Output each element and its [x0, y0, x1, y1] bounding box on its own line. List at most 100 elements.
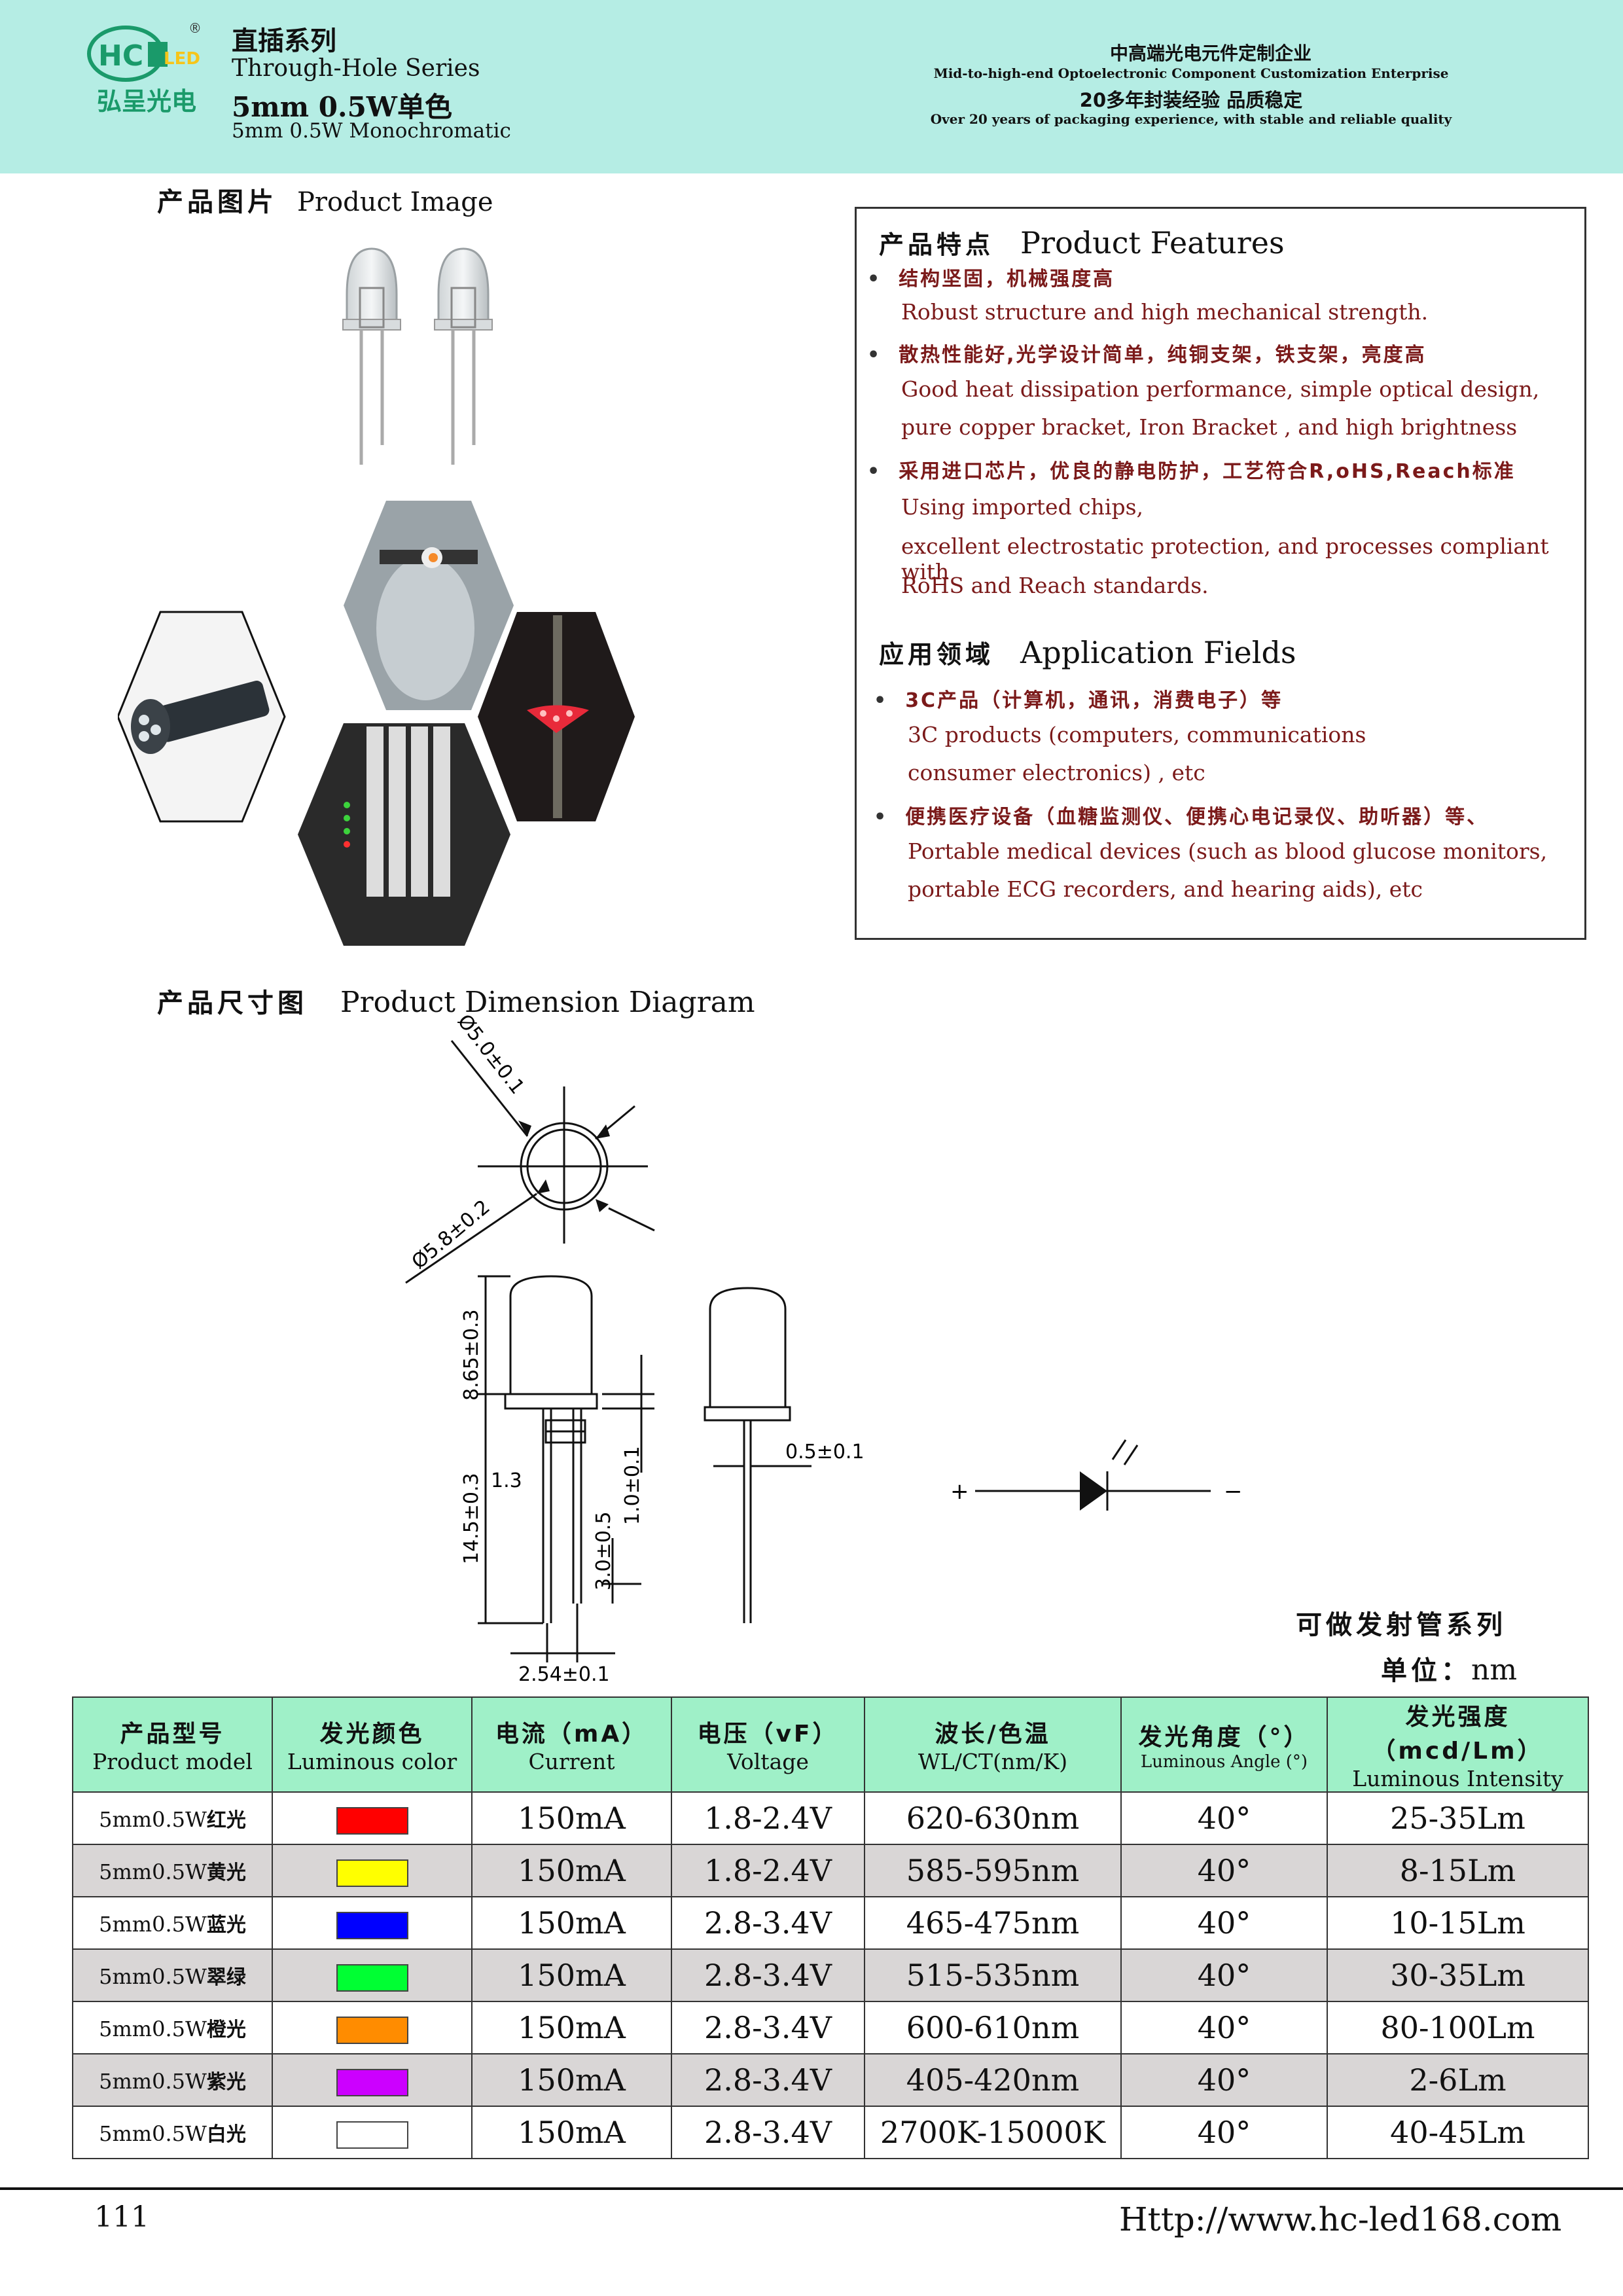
dim-label-w13: 1.3 [491, 1469, 522, 1492]
cell-model: 5mm0.5W紫光 [72, 2053, 273, 2107]
dim-label-h10: 1.0±0.1 [621, 1446, 644, 1525]
diode-symbol [975, 1439, 1211, 1511]
cell-current: 150mA [471, 1791, 672, 1845]
svg-text:LED: LED [164, 49, 200, 69]
svg-text:弘呈光电: 弘呈光电 [97, 87, 196, 116]
dim-label-h30: 3.0±0.5 [592, 1511, 615, 1590]
feature-item-2-en-1: Good heat dissipation performance, simpl… [901, 376, 1540, 402]
cell-angle: 40° [1120, 1791, 1328, 1845]
cell-voltage: 2.8-3.4V [671, 2053, 865, 2107]
cell-wavelength: 585-595nm [864, 1844, 1122, 1897]
cell-angle: 40° [1120, 1844, 1328, 1897]
anode-label: + [950, 1479, 969, 1505]
cell-color [272, 2106, 473, 2159]
cell-wavelength: 515-535nm [864, 1948, 1122, 2002]
cell-angle: 40° [1120, 1948, 1328, 2002]
cell-voltage: 1.8-2.4V [671, 1844, 865, 1897]
application-item-2-cn: •便携医疗设备（血糖监测仪、便携心电记录仪、助听器）等、 [874, 806, 1489, 829]
dim-label-h865: 8.65±0.3 [460, 1309, 483, 1401]
cell-wavelength: 620-630nm [864, 1791, 1122, 1845]
color-swatch [336, 1964, 408, 1992]
cell-angle: 40° [1120, 2001, 1328, 2054]
cell-current: 150mA [471, 2053, 672, 2107]
enterprise-cn: 中高端光电元件定制企业 [1109, 43, 1311, 64]
application-item-2-en-1: Portable medical devices (such as blood … [908, 838, 1548, 864]
cell-wavelength: 600-610nm [864, 2001, 1122, 2054]
cell-intensity: 2-6Lm [1327, 2053, 1589, 2107]
cathode-label: − [1224, 1479, 1243, 1505]
feature-item-3-en-2: excellent electrostatic protection, and … [901, 533, 1549, 584]
applications-title-en: Application Fields [1020, 635, 1296, 670]
cell-wavelength: 2700K-15000K [864, 2106, 1122, 2159]
cell-intensity: 40-45Lm [1327, 2106, 1589, 2159]
color-swatch [336, 1912, 408, 1939]
cell-current: 150mA [471, 1948, 672, 2002]
application-hexagon-photos [118, 501, 635, 946]
application-item-2-en-2: portable ECG recorders, and hearing aids… [908, 876, 1423, 902]
website-link[interactable]: Http://www.hc-led168.com [1119, 2200, 1562, 2238]
svg-text:HC: HC [98, 39, 143, 73]
cell-intensity: 80-100Lm [1327, 2001, 1589, 2054]
col-voltage: 电压（vF）Voltage [671, 1696, 865, 1793]
cell-voltage: 2.8-3.4V [671, 2001, 865, 2054]
cell-voltage: 2.8-3.4V [671, 1948, 865, 2002]
product-image-title-en: Product Image [297, 187, 493, 217]
model-title-cn: 5mm 0.5W单色 [232, 91, 452, 123]
cell-color [272, 1791, 473, 1845]
red-light-photo [478, 612, 635, 821]
series-title-cn: 直插系列 [232, 26, 336, 56]
dim-label-w254: 2.54±0.1 [518, 1663, 610, 1686]
cell-angle: 40° [1120, 1896, 1328, 1950]
footer-divider [0, 2187, 1623, 2190]
color-swatch [336, 2121, 408, 2149]
cell-current: 150mA [471, 2001, 672, 2054]
cell-color [272, 1844, 473, 1897]
dimension-drawing: Ø5.0±0.1 Ø5.8±0.2 8.65±0.3 14.5±0.3 1.3 … [405, 1014, 1243, 1686]
cell-color [272, 2053, 473, 2107]
cell-intensity: 30-35Lm [1327, 1948, 1589, 2002]
cell-model: 5mm0.5W黄光 [72, 1844, 273, 1897]
feature-item-3-en-1: Using imported chips, [901, 494, 1144, 520]
unit-label: 单位：nm [1381, 1653, 1518, 1687]
cell-color [272, 1948, 473, 2002]
cell-model: 5mm0.5W蓝光 [72, 1896, 273, 1950]
cell-color [272, 1896, 473, 1950]
dim-label-d58: Ø5.8±0.2 [408, 1196, 495, 1274]
application-item-1-cn: •3C产品（计算机，通讯，消费电子）等 [874, 689, 1283, 712]
cell-angle: 40° [1120, 2106, 1328, 2159]
feature-item-2-cn: •散热性能好,光学设计简单，纯铜支架，铁支架，亮度高 [867, 344, 1427, 367]
color-swatch [336, 1807, 408, 1835]
experience-cn: 20多年封装经验 品质稳定 [1079, 89, 1303, 111]
cell-intensity: 8-15Lm [1327, 1844, 1589, 1897]
page-number: 111 [94, 2200, 149, 2234]
feature-item-2-en-2: pure copper bracket, Iron Bracket , and … [901, 414, 1518, 440]
enterprise-en: Mid-to-high-end Optoelectronic Component… [933, 65, 1449, 81]
col-current: 电流（mA）Current [471, 1696, 672, 1793]
model-title-en: 5mm 0.5W Monochromatic [232, 119, 511, 143]
feature-item-1-cn: •结构坚固，机械强度高 [867, 268, 1115, 291]
dimension-title-en: Product Dimension Diagram [340, 986, 755, 1019]
cell-color [272, 2001, 473, 2054]
svg-text:®: ® [188, 20, 202, 36]
cell-voltage: 2.8-3.4V [671, 2106, 865, 2159]
application-item-1-en-2: consumer electronics) , etc [908, 760, 1205, 785]
headlamp-photo [344, 501, 514, 710]
equipment-rack-photo [298, 723, 510, 946]
feature-item-3-cn: •采用进口芯片，优良的静电防护，工艺符合R,oHS,Reach标准 [867, 460, 1516, 483]
color-swatch [336, 1859, 408, 1887]
cell-model: 5mm0.5W红光 [72, 1791, 273, 1845]
application-item-1-en-1: 3C products (computers, communications [908, 722, 1366, 747]
company-logo: HC LED ® 弘呈光电 [85, 18, 216, 130]
